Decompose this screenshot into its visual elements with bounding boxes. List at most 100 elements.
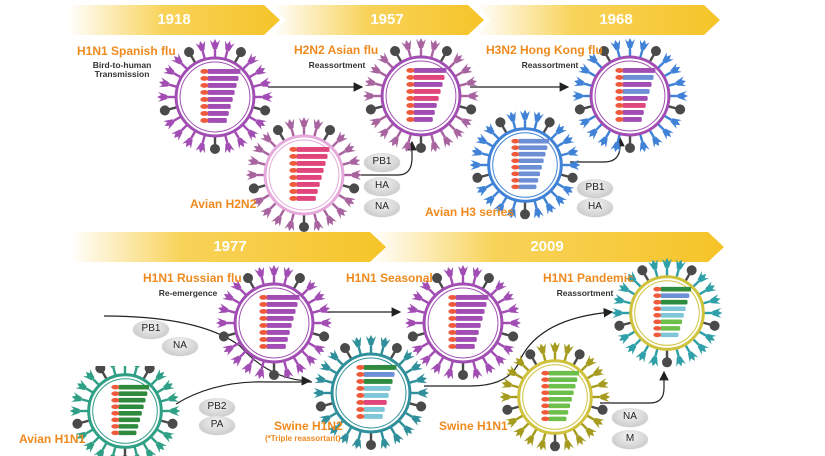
rna-segment [660,306,686,312]
gene-pill-pb1: PB1 [133,320,169,338]
neuraminidase-spike [684,265,697,283]
hemagglutinin-spike [313,388,333,398]
virus-h1n1-pandemic [612,258,722,368]
polymerase-complex [541,397,550,402]
neuraminidase-spike [159,105,178,116]
polymerase-complex [406,88,415,94]
virus-swine-h1n1 [500,342,610,452]
polymerase-complex [615,103,624,108]
neuraminidase-spike [243,273,256,290]
polymerase-complex [511,158,520,164]
hemagglutinin-spike [429,39,441,59]
hemagglutinin-spike [292,356,307,375]
polymerase-complex [615,67,624,73]
polymerase-complex [200,89,209,95]
neuraminidase-spike [252,105,271,116]
note-h1n1-spanish-line2: Transmission [94,69,150,79]
hemagglutinin-spike [500,303,520,315]
virus-swine-h1n2 [313,335,429,450]
polymerase-complex [406,96,415,101]
neuraminidase-spike [559,172,578,183]
hemagglutinin-spike [319,411,338,426]
hemagglutinin-spike [312,212,324,232]
neuraminidase-spike [662,349,672,368]
label-swine-h1n1: Swine H1N1 [439,419,508,433]
hemagglutinin-spike [409,388,429,398]
polymerase-complex [653,293,662,298]
polymerase-complex [356,364,365,370]
hemagglutinin-spike [536,343,547,363]
rna-segment [413,88,441,94]
polymerase-complex [448,315,457,321]
neuraminidase-spike [408,401,427,412]
hemagglutinin-spike [155,428,175,443]
neuraminidase-spike [95,366,108,381]
hemagglutinin-spike [351,430,363,450]
hemagglutinin-spike [429,133,441,153]
polymerase-complex [259,308,268,314]
hemagglutinin-spike [430,356,445,375]
hemagglutinin-spike [597,129,612,148]
neuraminidase-spike [311,331,330,342]
hemagglutinin-spike [506,199,517,219]
hemagglutinin-spike [253,92,273,102]
hemagglutinin-spike [663,114,682,129]
hemagglutinin-spike [337,193,356,208]
hemagglutinin-spike [71,392,91,403]
banner-1957: 1957 [272,5,484,35]
polymerase-complex [541,383,550,389]
polymerase-complex [111,391,120,396]
hemagglutinin-spike [252,77,272,89]
hemagglutinin-spike [648,347,659,367]
hemagglutinin-spike [458,76,478,88]
hemagglutinin-spike [419,349,437,367]
hemagglutinin-spike [475,133,495,148]
rna-segment [118,430,137,436]
hemagglutinin-spike [589,378,609,389]
polymerase-complex [541,416,550,422]
banner-arrow-shape [476,5,720,35]
hemagglutinin-spike [506,111,517,131]
polymerase-complex [653,306,662,312]
rna-segment [548,383,576,389]
polymerase-complex [111,411,120,416]
rna-segment [363,385,391,391]
rna-segment [660,319,683,325]
hemagglutinin-spike [585,414,605,429]
banner-arrow-shape [370,232,724,262]
polymerase-complex [356,407,365,412]
hemagglutinin-spike [397,349,415,367]
viral-envelope-inner [179,61,251,133]
rna-segment [118,411,142,416]
hemagglutinin-spike [123,366,127,375]
hemagglutinin-spike [411,290,430,305]
banner-year: 2009 [530,238,564,255]
rna-segment [413,67,447,73]
polymerase-complex [111,384,120,390]
rna-segment [266,315,294,321]
hemagglutinin-spike [563,343,574,363]
hemagglutinin-spike [675,347,686,367]
rna-segment [118,424,139,429]
neuraminidase-spike [315,401,334,412]
polymerase-complex [289,167,298,173]
rna-segment [455,330,479,335]
rna-segment [296,182,320,187]
rna-segment [622,103,646,108]
hemagglutinin-spike [697,281,717,296]
polymerase-complex [653,326,662,331]
hemagglutinin-spike [505,365,525,380]
rna-segment [660,293,690,298]
neuraminidase-spike [322,125,335,142]
hemagglutinin-spike [675,259,686,279]
polymerase-complex [511,178,520,183]
arrow-avian-h2n2-to-asian [354,140,417,176]
neuraminidase-spike [416,134,426,153]
rna-segment [296,146,330,152]
hemagglutinin-spike [106,445,117,456]
polymerase-complex [511,151,520,157]
neuraminidase-spike [572,349,585,367]
hemagglutinin-spike [307,341,326,356]
rna-segment [118,391,148,396]
hemagglutinin-spike [363,91,383,101]
